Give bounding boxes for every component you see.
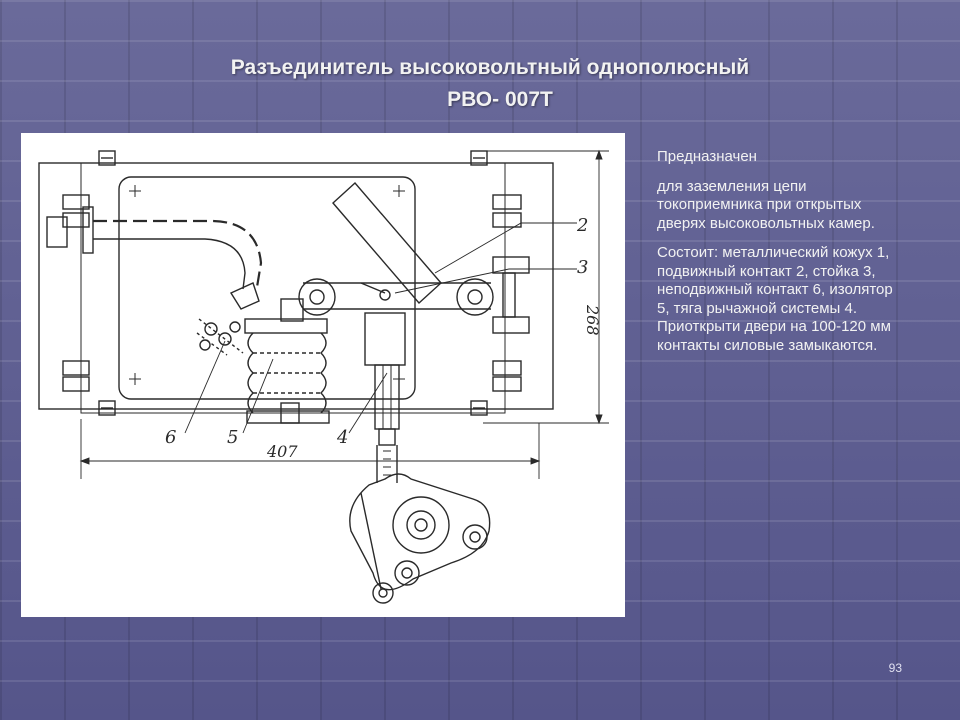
title-line-2: РВО- 007Т: [447, 88, 553, 111]
label-2: 2: [576, 215, 588, 236]
hook-conductor: [93, 219, 263, 288]
label-4: 4: [336, 427, 348, 448]
lever-rod: [376, 428, 398, 483]
dimension-height: 268: [583, 304, 602, 336]
label-5: 5: [227, 427, 238, 448]
title-line-1: Разъединитель высоковольтный однополюсны…: [230, 56, 750, 79]
slide-title: Разъединитель высоковольтный однополюсны…: [0, 52, 960, 116]
description-paragraph: для заземления цепи токоприемника при от…: [657, 177, 875, 232]
pivot-left: [298, 278, 336, 316]
lever-arm: [303, 282, 491, 310]
description-paragraph: Предназначен: [657, 148, 757, 165]
fixed-contact: [196, 318, 244, 356]
page-number: 93: [888, 661, 902, 675]
technical-drawing: 2 3 6 5 4 407 268: [21, 133, 625, 617]
leader-lines: [184, 222, 577, 434]
dimension-lines: [79, 149, 609, 479]
stand-column: [364, 312, 406, 366]
dimension-width: 407: [266, 442, 298, 461]
pivot-right: [456, 278, 494, 316]
insulator-bellows: [244, 298, 330, 424]
moving-contact: [332, 181, 442, 305]
cam-mechanism: [349, 473, 491, 604]
housing-frame: [38, 162, 554, 410]
housing-panel: [118, 176, 416, 400]
right-bolts: [492, 194, 530, 392]
housing-inner-frame: [80, 162, 506, 414]
description-text: Предназначен для заземления цепи токопри…: [657, 148, 907, 366]
left-bolts: [46, 194, 94, 392]
description-paragraph: Состоит: металлический кожух 1, подвижны…: [657, 244, 893, 354]
label-3: 3: [577, 257, 588, 278]
label-6: 6: [165, 427, 176, 448]
top-bolts: [98, 150, 488, 166]
drawing-svg: 2 3 6 5 4 407 268: [38, 149, 609, 604]
stand-rod: [374, 364, 400, 430]
bottom-bolts: [98, 400, 488, 416]
